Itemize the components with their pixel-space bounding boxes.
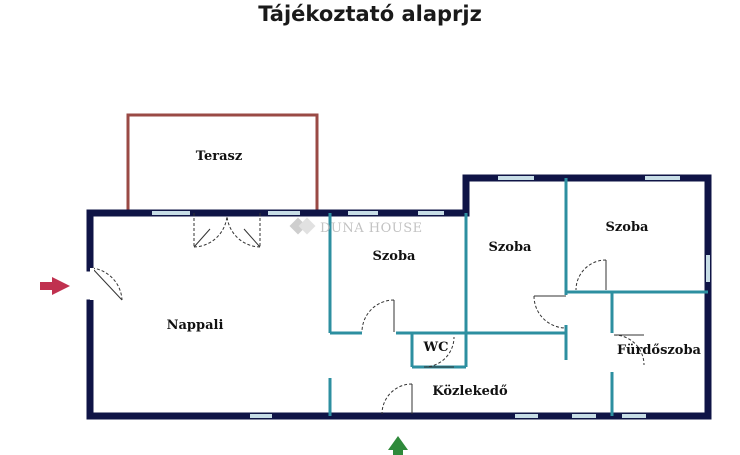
label-bathroom: Fürdőszoba	[617, 343, 702, 358]
label-room-2: Szoba	[489, 240, 533, 255]
terrace-wall	[126, 113, 319, 213]
inner-walls	[328, 178, 708, 416]
entrance-arrow-icon	[40, 277, 70, 295]
label-room-1: Szoba	[373, 249, 417, 264]
plan-title: Tájékoztató alaprjz	[258, 2, 482, 26]
watermark-logo-icon	[289, 217, 316, 235]
label-living-room: Nappali	[167, 318, 224, 333]
watermark-text: DUNA HOUSE	[320, 221, 423, 236]
label-terrace: Terasz	[196, 149, 242, 164]
watermark: DUNA HOUSE	[289, 217, 423, 236]
windows	[152, 176, 710, 418]
door-swings	[90, 259, 645, 415]
terrace-door	[193, 213, 261, 248]
label-hallway: Közlekedő	[432, 384, 508, 399]
bottom-entrance-arrow-icon	[388, 436, 408, 455]
label-wc: WC	[423, 340, 449, 355]
label-room-3: Szoba	[606, 220, 650, 235]
